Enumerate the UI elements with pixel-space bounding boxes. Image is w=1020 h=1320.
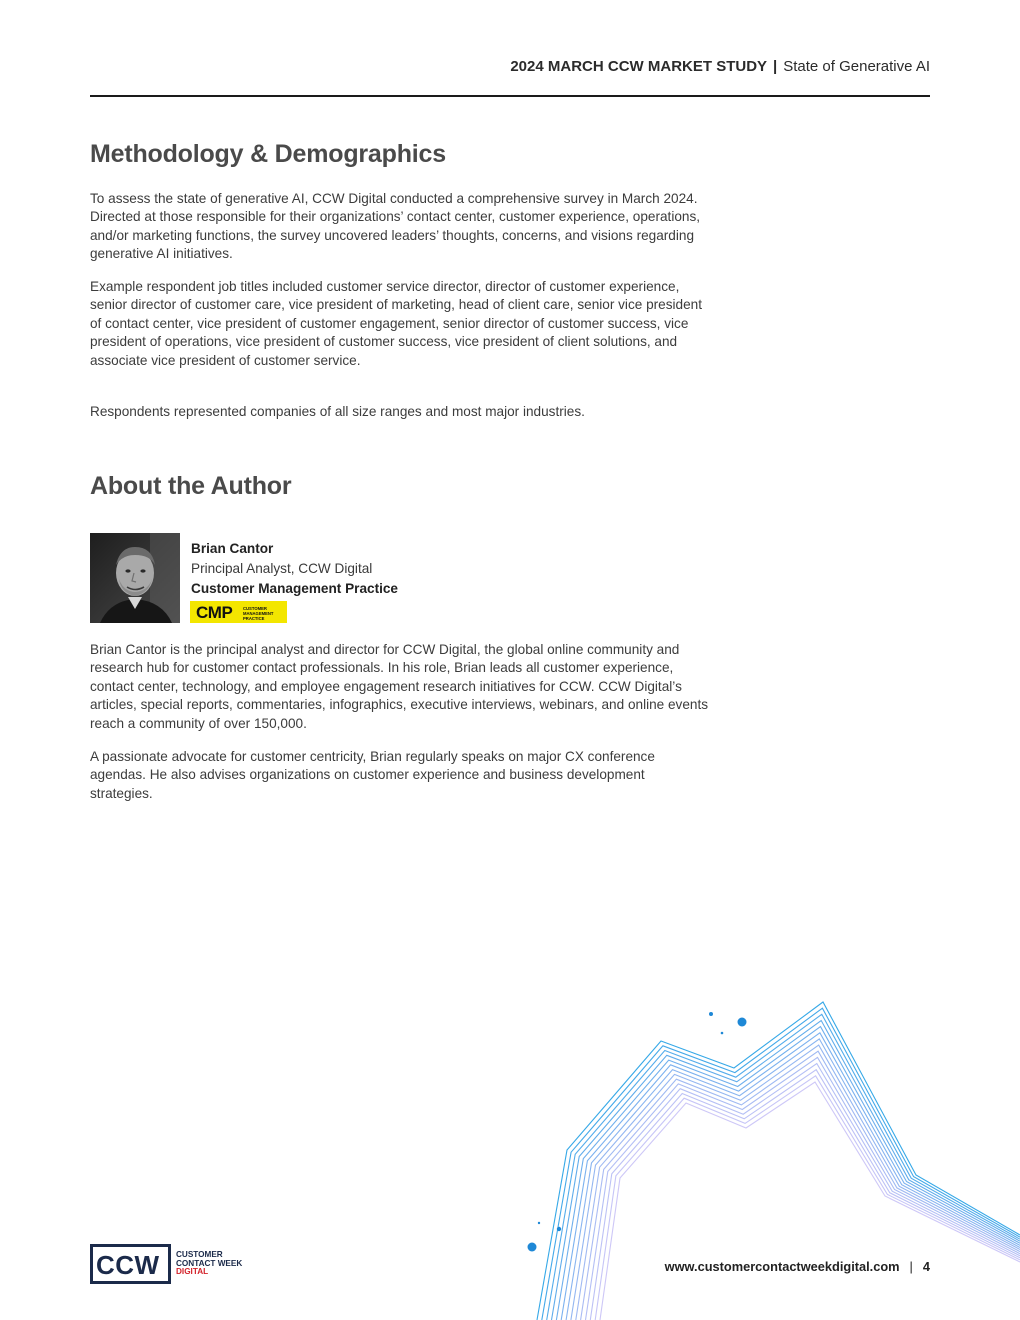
- author-practice: Customer Management Practice: [191, 581, 398, 596]
- decor-dot: [709, 1012, 713, 1016]
- footer-url[interactable]: www.customercontactweekdigital.com: [664, 1259, 900, 1274]
- header-divider: [90, 95, 930, 97]
- decor-dot: [737, 1017, 747, 1027]
- decor-line: [575, 1050, 1020, 1320]
- cmp-logo-full-name: CUSTOMER MANAGEMENT PRACTICE: [243, 606, 274, 621]
- decor-line: [565, 1038, 1020, 1320]
- decor-line: [570, 1044, 1020, 1320]
- decor-line: [555, 1025, 1020, 1320]
- decor-line: [599, 1081, 1020, 1320]
- decor-line: [546, 1013, 1020, 1320]
- methodology-paragraph-3: Respondents represented companies of all…: [90, 404, 585, 419]
- page-header: 2024 MARCH CCW MARKET STUDY | State of Gen…: [510, 58, 930, 75]
- author-photo: [90, 533, 180, 623]
- author-info: Brian Cantor Principal Analyst, CCW Digi…: [191, 539, 398, 599]
- decor-dot: [537, 1221, 541, 1225]
- methodology-paragraph-2: Example respondent job titles included c…: [90, 279, 703, 368]
- cmp-logo: CMP CUSTOMER MANAGEMENT PRACTICE: [190, 601, 287, 623]
- decor-line: [580, 1056, 1020, 1320]
- study-title: 2024 MARCH CCW MARKET STUDY: [510, 58, 768, 75]
- decor-line: [594, 1075, 1020, 1320]
- author-portrait-image: [90, 533, 180, 623]
- author-bio-paragraph-2: A passionate advocate for customer centr…: [90, 749, 655, 801]
- decor-line: [589, 1068, 1020, 1320]
- author-bio-paragraph-1: Brian Cantor is the principal analyst an…: [90, 642, 709, 731]
- header-separator: |: [773, 58, 778, 75]
- decor-dot: [720, 1031, 724, 1035]
- cmp-logo-abbr: CMP: [196, 603, 233, 622]
- author-role: Principal Analyst, CCW Digital: [191, 561, 373, 576]
- decor-dot: [556, 1226, 562, 1232]
- methodology-paragraph-1: To assess the state of generative AI, CC…: [90, 191, 701, 262]
- decor-line: [560, 1031, 1020, 1320]
- decor-line: [550, 1019, 1020, 1320]
- methodology-heading: Methodology & Demographics: [90, 140, 446, 168]
- ccw-logo-mark: CCW: [90, 1244, 171, 1284]
- decor-line: [584, 1062, 1020, 1320]
- page-number: 4: [922, 1259, 930, 1274]
- author-heading: About the Author: [90, 472, 292, 500]
- decor-dot: [527, 1242, 537, 1252]
- study-topic: State of Generative AI: [783, 58, 930, 75]
- footer-separator: |: [909, 1259, 913, 1274]
- ccw-logo-text: CUSTOMER CONTACT WEEK DIGITAL: [176, 1250, 243, 1277]
- page-footer: www.customercontactweekdigital.com | 4: [665, 1259, 930, 1274]
- author-name: Brian Cantor: [191, 541, 274, 556]
